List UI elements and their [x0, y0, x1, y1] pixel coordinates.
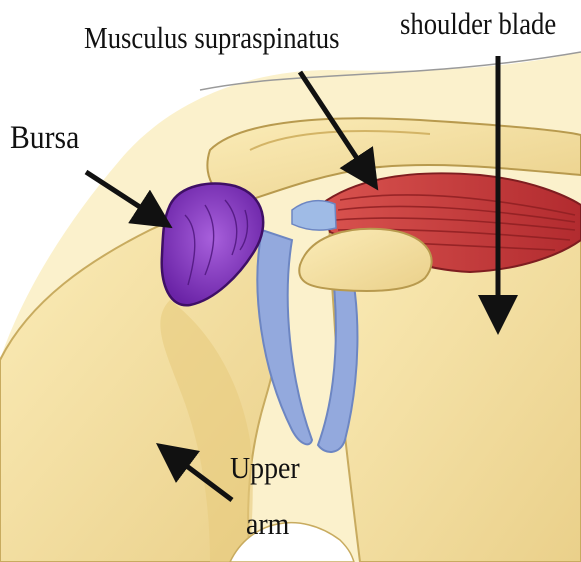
tendon	[292, 201, 336, 230]
label-shoulder-blade: shoulder blade	[400, 8, 556, 39]
label-arm: arm	[246, 508, 289, 539]
label-upper: Upper	[230, 452, 300, 483]
label-musculus-supraspinatus: Musculus supraspinatus	[84, 22, 339, 53]
label-bursa: Bursa	[10, 122, 79, 155]
